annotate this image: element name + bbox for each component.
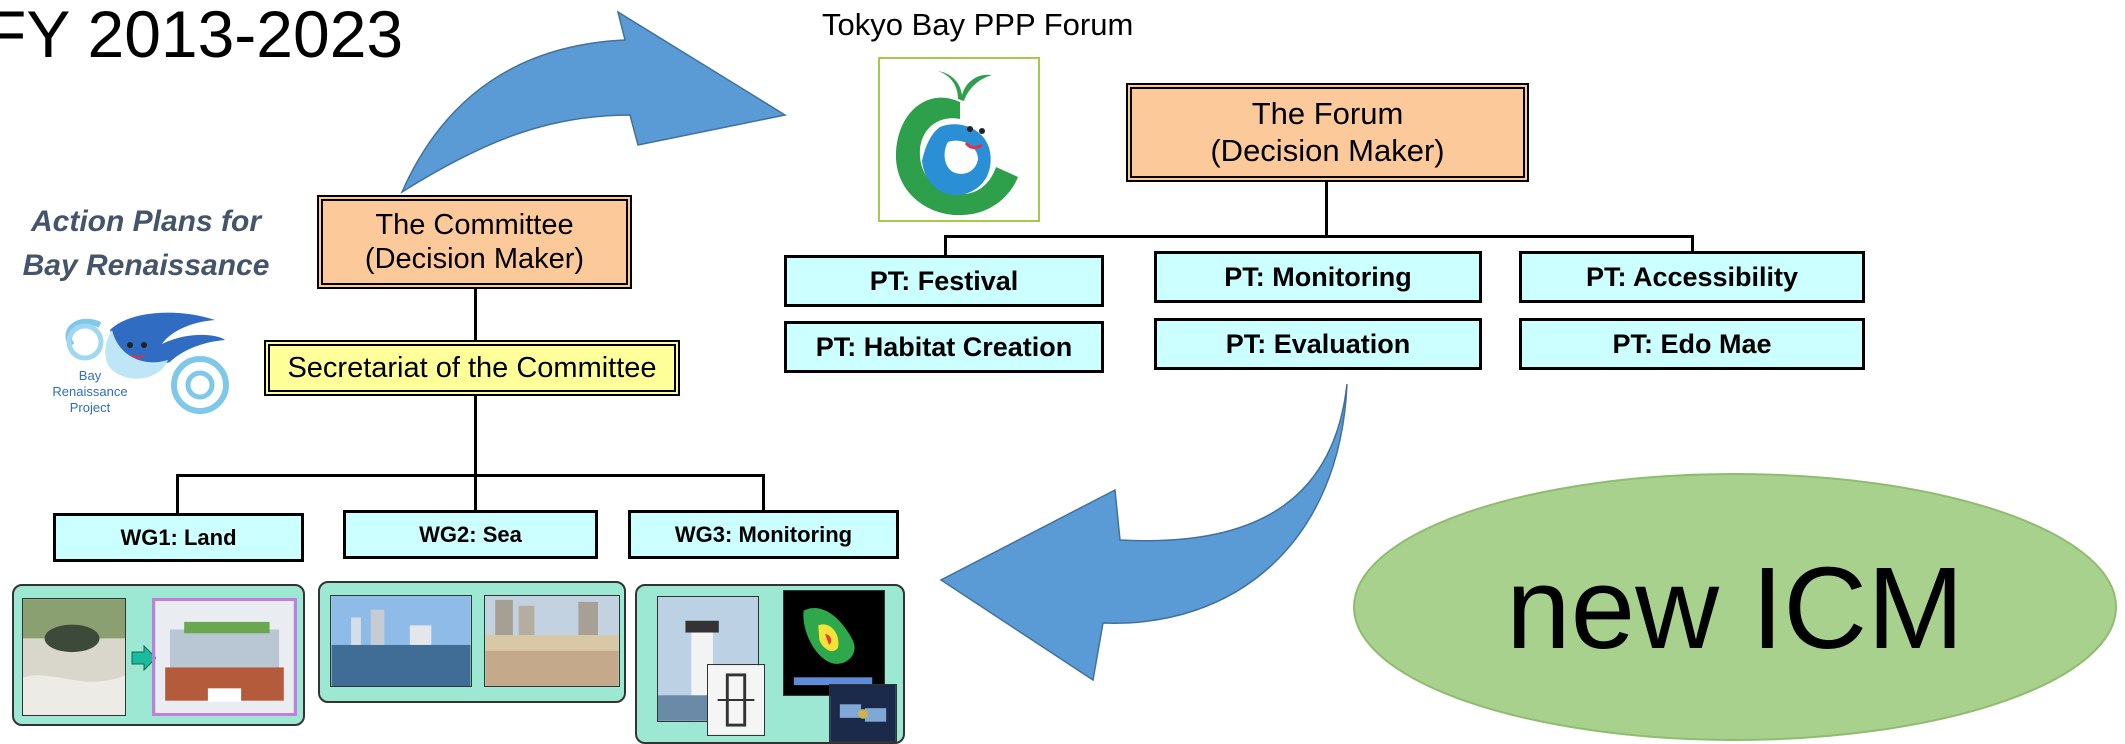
committee-decision-box: The Committee (Decision Maker) xyxy=(317,195,632,289)
sea-photo-beach xyxy=(484,595,620,687)
committee-connector xyxy=(474,396,477,476)
land-photo-after xyxy=(152,598,297,716)
wg1-photo-panel xyxy=(12,584,305,726)
page-title: FY 2013-2023 xyxy=(0,0,404,71)
new-icm-label: new ICM xyxy=(1506,543,1964,673)
pt-edo-mae-box: PT: Edo Mae xyxy=(1519,318,1865,370)
forum-title: Tokyo Bay PPP Forum xyxy=(822,7,1134,42)
sea-photo-harbor xyxy=(330,595,472,687)
bay-renaissance-logo-icon xyxy=(65,312,229,414)
action-plans-line2: Bay Renaissance xyxy=(22,249,270,282)
committee-connector xyxy=(176,474,179,513)
wg1-land-box: WG1: Land xyxy=(53,513,304,562)
downward-curved-arrow xyxy=(939,383,1348,682)
forum-connector xyxy=(944,235,1694,238)
bay-logo-text-1: Bay xyxy=(78,368,102,383)
committee-connector xyxy=(176,474,765,477)
committee-connector xyxy=(474,474,477,511)
monitoring-photo-satellite xyxy=(829,684,897,742)
pt-habitat-creation-box: PT: Habitat Creation xyxy=(784,321,1104,373)
committee-connector xyxy=(762,474,765,511)
forum-decision-box: The Forum (Decision Maker) xyxy=(1126,83,1529,182)
forum-connector xyxy=(1691,235,1694,255)
forum-connector xyxy=(1325,182,1328,236)
forum-logo-icon xyxy=(878,57,1040,222)
new-icm-ellipse xyxy=(1353,473,2117,741)
bay-logo-text-3: Project xyxy=(69,400,111,415)
wg2-sea-box: WG2: Sea xyxy=(343,510,598,559)
pt-festival-box: PT: Festival xyxy=(784,255,1104,307)
committee-connector xyxy=(474,289,477,341)
monitoring-photo-map xyxy=(783,590,885,696)
action-plans-line1: Action Plans for xyxy=(30,205,262,238)
land-photo-before xyxy=(22,598,126,716)
wg3-photo-panel xyxy=(635,584,905,744)
secretariat-box: Secretariat of the Committee xyxy=(264,340,680,396)
pt-evaluation-box: PT: Evaluation xyxy=(1154,318,1482,370)
forum-connector xyxy=(944,235,947,255)
pt-monitoring-box: PT: Monitoring xyxy=(1154,251,1482,303)
pt-accessibility-box: PT: Accessibility xyxy=(1519,251,1865,303)
green-arrow-icon xyxy=(131,644,157,672)
upward-curved-arrow xyxy=(400,10,788,194)
wg3-monitoring-box: WG3: Monitoring xyxy=(628,510,899,559)
bay-logo-text-2: Renaissance xyxy=(52,384,128,399)
monitoring-photo-instrument xyxy=(707,664,765,736)
wg2-photo-panel xyxy=(318,581,626,703)
